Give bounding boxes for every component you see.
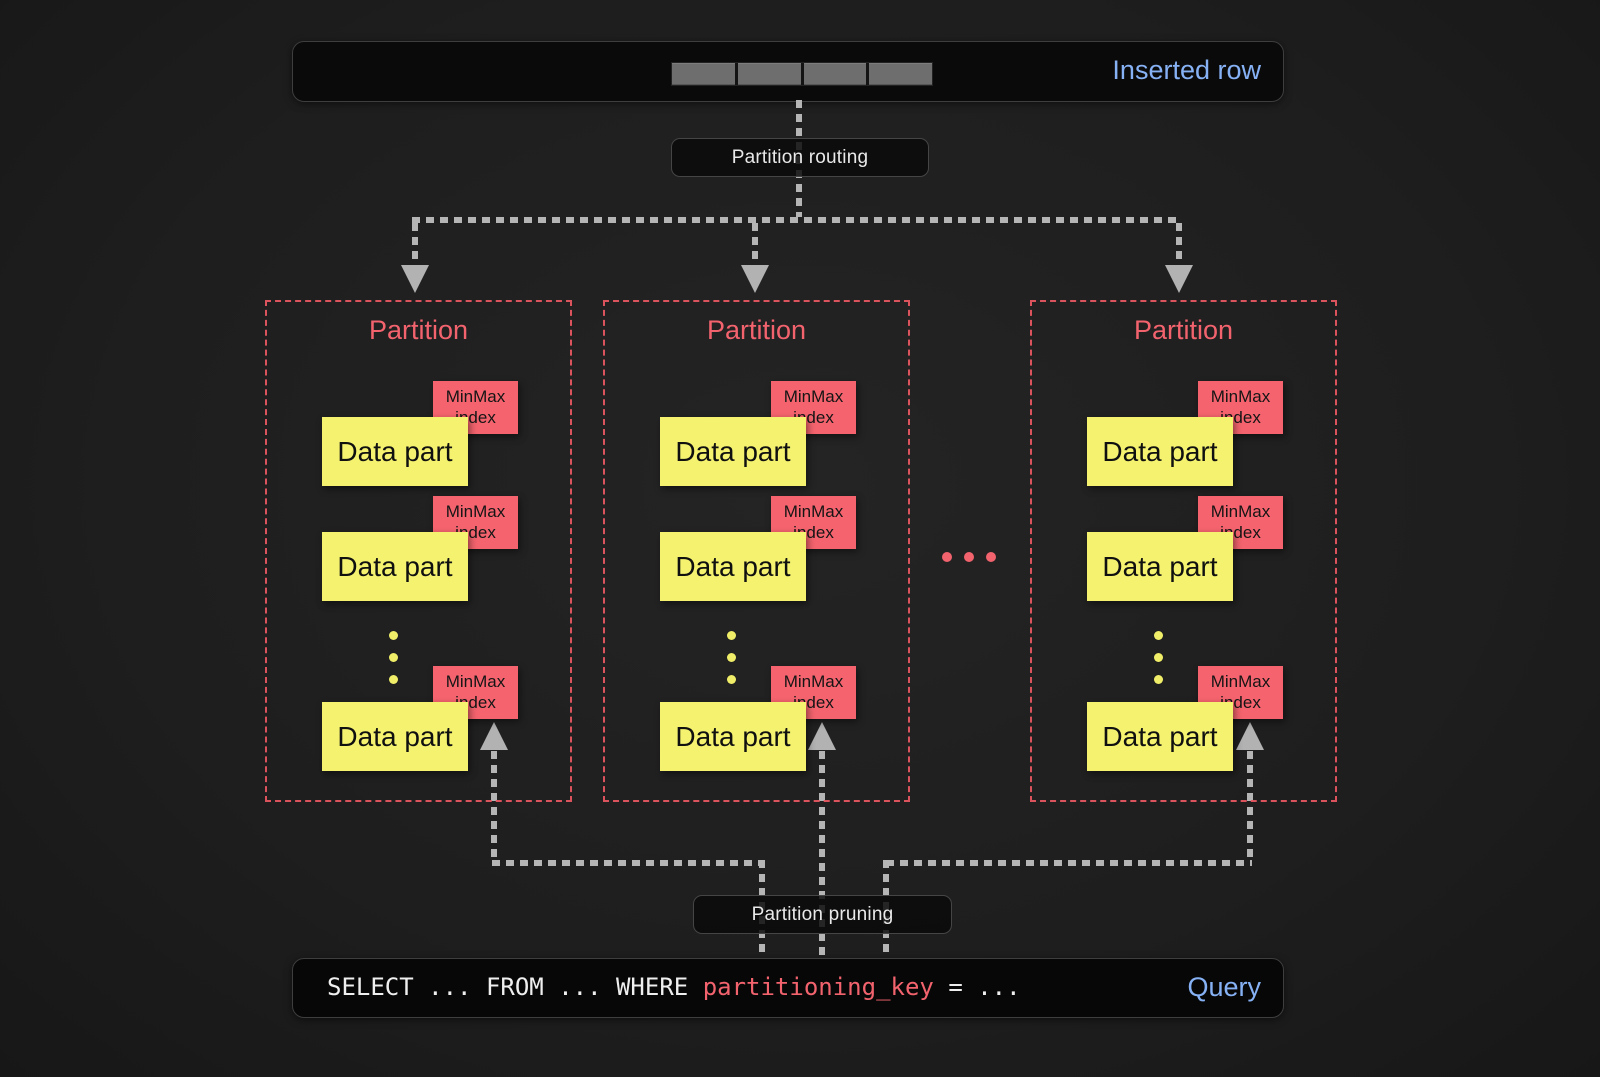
more-parts-ellipsis xyxy=(389,631,398,684)
ellipsis-dot xyxy=(1154,653,1163,662)
ellipsis-dot xyxy=(1154,675,1163,684)
partition-routing-label: Partition routing xyxy=(671,138,929,177)
data-part: Data part xyxy=(660,532,806,601)
row-segment xyxy=(672,63,735,85)
sql-suffix: = ... xyxy=(933,973,1021,1001)
query-box: SELECT ... FROM ... WHERE partitioning_k… xyxy=(292,958,1284,1018)
inserted-row-segments xyxy=(671,62,933,86)
routing-arrow-line-3 xyxy=(1176,223,1182,265)
routing-arrow-line-1 xyxy=(412,223,418,265)
data-part: Data part xyxy=(660,417,806,486)
pruning-arrow-line-2 xyxy=(819,751,825,957)
data-part: Data part xyxy=(322,417,468,486)
partition-title: Partition xyxy=(1133,315,1234,345)
row-segment xyxy=(869,63,932,85)
arrow-up-icon xyxy=(480,722,508,750)
query-label: Query xyxy=(1187,971,1261,1002)
more-partitions-ellipsis xyxy=(942,552,996,562)
partitioning-key-token: partitioning_key xyxy=(702,973,934,1001)
inserted-row-label: Inserted row xyxy=(1112,55,1261,85)
data-part-group: MinMax index Data part xyxy=(322,381,519,487)
data-part: Data part xyxy=(1087,417,1233,486)
partition-box-3: Partition MinMax index Data part MinMax … xyxy=(1030,300,1337,802)
partition-pruning-label: Partition pruning xyxy=(693,895,952,934)
data-part: Data part xyxy=(1087,532,1233,601)
ellipsis-dot xyxy=(727,631,736,640)
data-part-group: MinMax index Data part xyxy=(660,381,857,487)
routing-branch-line xyxy=(412,217,1182,223)
data-part-group: MinMax index Data part xyxy=(660,496,857,602)
data-part-group: MinMax index Data part xyxy=(322,496,519,602)
ellipsis-dot xyxy=(727,653,736,662)
pruning-branch-line-left xyxy=(492,860,764,866)
partition-box-1: Partition MinMax index Data part MinMax … xyxy=(265,300,572,802)
ellipsis-dot xyxy=(389,631,398,640)
arrow-down-icon xyxy=(1165,265,1193,293)
row-segment xyxy=(737,63,801,85)
pruning-branch-line-right xyxy=(886,860,1252,866)
ellipsis-dot xyxy=(727,675,736,684)
partition-title: Partition xyxy=(706,315,807,345)
ellipsis-dot xyxy=(942,552,952,562)
data-part-group: MinMax index Data part xyxy=(322,666,519,772)
partition-box-2: Partition MinMax index Data part MinMax … xyxy=(603,300,910,802)
row-segment xyxy=(803,63,867,85)
sql-statement: SELECT ... FROM ... WHERE partitioning_k… xyxy=(327,959,1021,1015)
data-part: Data part xyxy=(322,702,468,771)
arrow-down-icon xyxy=(401,265,429,293)
more-parts-ellipsis xyxy=(727,631,736,684)
routing-arrow-line-2 xyxy=(752,223,758,265)
arrow-up-icon xyxy=(1236,722,1264,750)
more-parts-ellipsis xyxy=(1154,631,1163,684)
ellipsis-dot xyxy=(389,653,398,662)
ellipsis-dot xyxy=(389,675,398,684)
data-part-group: MinMax index Data part xyxy=(1087,496,1284,602)
partition-title: Partition xyxy=(368,315,469,345)
arrow-up-icon xyxy=(808,722,836,750)
data-part: Data part xyxy=(1087,702,1233,771)
data-part: Data part xyxy=(322,532,468,601)
data-part-group: MinMax index Data part xyxy=(1087,666,1284,772)
inserted-row-box: Inserted row xyxy=(292,41,1284,102)
ellipsis-dot xyxy=(964,552,974,562)
ellipsis-dot xyxy=(986,552,996,562)
sql-prefix: SELECT ... FROM ... WHERE xyxy=(327,973,703,1001)
pruning-arrow-line-1 xyxy=(491,751,497,862)
ellipsis-dot xyxy=(1154,631,1163,640)
data-part: Data part xyxy=(660,702,806,771)
data-part-group: MinMax index Data part xyxy=(660,666,857,772)
arrow-down-icon xyxy=(741,265,769,293)
pruning-arrow-line-3 xyxy=(1247,751,1253,862)
data-part-group: MinMax index Data part xyxy=(1087,381,1284,487)
